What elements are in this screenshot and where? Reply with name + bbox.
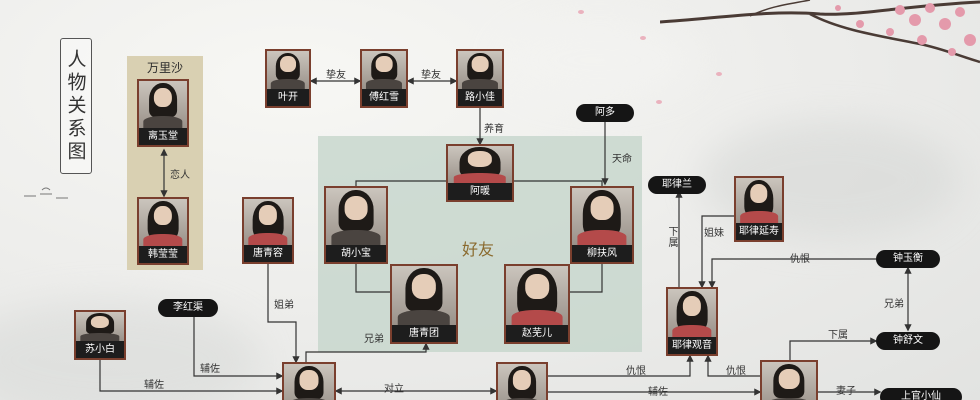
faction-title: 万里沙	[146, 61, 183, 75]
character-card-bottom-right[interactable]	[760, 360, 818, 400]
relation-label: 兄弟	[364, 334, 384, 345]
character-card-anuan[interactable]: 阿暖	[446, 144, 514, 202]
character-card-yekai[interactable]: 叶开	[265, 49, 311, 108]
link-huxiaobao-anuan	[355, 180, 446, 186]
relation-label: 恋人	[170, 170, 190, 181]
character-name: 离玉堂	[139, 128, 187, 145]
diagram-title-box: 人物关系图	[60, 38, 92, 174]
tag-lihongqu: 李红渠	[158, 299, 218, 317]
character-name: 唐青团	[392, 325, 456, 342]
character-card-liyutang[interactable]: 离玉堂	[137, 79, 189, 147]
character-name: 柳扶风	[572, 245, 632, 262]
relation-label: 兄弟	[884, 299, 904, 310]
friends-group-label: 好友	[462, 240, 495, 259]
relation-label: 天命	[612, 154, 632, 165]
character-name: 路小佳	[458, 89, 502, 106]
character-name: 胡小宝	[326, 245, 386, 262]
character-name: 叶开	[267, 89, 309, 106]
relation-label: 辅佐	[144, 380, 164, 391]
relation-label: 挚友	[421, 70, 441, 81]
character-name: 耶律延寿女	[736, 223, 782, 240]
link-suxiaobai-midbottom	[99, 360, 284, 395]
character-card-yeluguanyinnu[interactable]: 耶律观音奴	[666, 287, 718, 356]
character-name: 耶律观音奴	[668, 337, 716, 354]
character-name: 唐青容	[244, 245, 292, 262]
character-card-zhaoyuaner[interactable]: 赵芜儿	[504, 264, 570, 344]
link-lihongqu-midbottom	[193, 316, 284, 380]
character-card-tangqingtuan[interactable]: 唐青团	[390, 264, 458, 344]
link-midb-guanyinnu	[548, 354, 694, 377]
character-card-bottom-middle[interactable]	[496, 362, 548, 400]
link-tangqingrong-midbottom	[267, 264, 300, 364]
character-card-yeluyanshounv[interactable]: 耶律延寿女	[734, 176, 784, 242]
character-name: 傅红雪	[362, 89, 406, 106]
relation-label: 养育	[484, 124, 504, 135]
link-yanshou-guanyinnu	[698, 215, 734, 289]
tag-aduo: 阿多	[576, 104, 634, 122]
character-name: 赵芜儿	[506, 325, 568, 342]
relation-label: 仇恨	[790, 254, 810, 265]
character-card-tangqingrong[interactable]: 唐青容	[242, 197, 294, 264]
character-name: 阿暖	[448, 183, 512, 200]
character-card-fuhongxue[interactable]: 傅红雪	[360, 49, 408, 108]
character-card-suxiaobai[interactable]: 苏小白	[74, 310, 126, 360]
relation-label: 下属	[828, 330, 848, 341]
relation-label: 对立	[384, 384, 404, 395]
character-card-luxiaojia[interactable]: 路小佳	[456, 49, 504, 108]
ink-bird-decoration	[24, 187, 68, 199]
link-huxiaobao-tangqingtuan	[355, 264, 390, 293]
diagram-title: 人物关系图	[64, 48, 87, 164]
link-zhongyuheng-guanyinnu	[708, 258, 876, 289]
character-card-liufufeng[interactable]: 柳扶风	[570, 186, 634, 264]
link-midbottom-tangqingtuan	[305, 342, 430, 362]
tag-shangguan: 上官小仙	[880, 388, 962, 400]
relation-label: 下属	[666, 226, 677, 248]
character-card-huxiaobao[interactable]: 胡小宝	[324, 186, 388, 264]
relation-label: 仇恨	[726, 366, 746, 377]
character-card-hanyingying[interactable]: 韩莹莹	[137, 197, 189, 265]
link-zhongshuwen-rightbottom	[789, 337, 878, 360]
relation-label: 姐妹	[704, 228, 724, 239]
tag-zhongyuheng: 钟玉衡	[876, 250, 940, 268]
relation-label: 辅佐	[648, 387, 668, 398]
relation-label: 姐弟	[274, 300, 294, 311]
relation-label: 妻子	[836, 386, 856, 397]
character-name: 苏小白	[76, 341, 124, 358]
tag-yelulan: 耶律兰	[648, 176, 706, 194]
relation-label: 挚友	[326, 70, 346, 81]
plum-branch-decoration	[660, 0, 980, 64]
relation-label: 辅佐	[200, 364, 220, 375]
tag-zhongshuwen: 钟舒文	[876, 332, 940, 350]
link-rightbottom-guanyinnu	[704, 354, 760, 377]
link-anuan-liufufeng	[514, 180, 603, 186]
character-name: 韩莹莹	[139, 246, 187, 263]
link-liufufeng-zhaoyuaner	[570, 264, 603, 293]
character-card-bottom-left[interactable]	[282, 362, 336, 400]
relation-label: 仇恨	[626, 366, 646, 377]
